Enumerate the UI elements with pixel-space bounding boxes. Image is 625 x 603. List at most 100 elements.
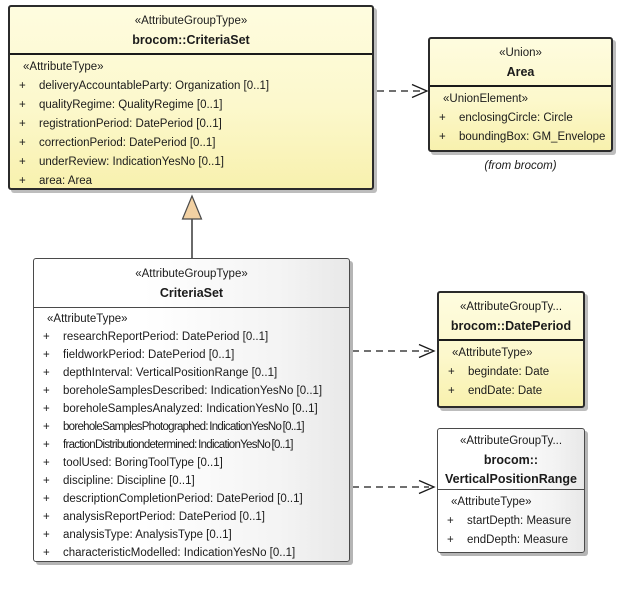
dependency-arrowhead — [418, 343, 436, 359]
attributes-compartment: «AttributeType» + researchReportPeriod: D… — [34, 308, 349, 562]
attribute-text: discipline: Discipline [0..1] — [63, 475, 195, 487]
class-name-line1: brocom:: — [483, 453, 539, 467]
attribute-row: +area: Area — [10, 172, 372, 191]
class-header: «AttributeGroupType» brocom::CriteriaSet — [10, 7, 372, 55]
class-name-line2: VerticalPositionRange — [445, 472, 577, 486]
attribute-text: begindate: Date — [468, 366, 550, 378]
attribute-row: + descriptionCompletionPeriod: DatePeriod… — [34, 490, 349, 508]
visibility-symbol: + — [448, 366, 455, 378]
generalization-connector — [181, 194, 203, 258]
visibility-symbol: + — [439, 112, 446, 124]
attribute-text: toolUsed: BoringToolType [0..1] — [63, 457, 223, 469]
class-stereotype: «AttributeGroupType» — [135, 268, 248, 280]
class-box-brocom-verticalpositionrange: «AttributeGroupTy... brocom:: VerticalPo… — [437, 428, 585, 553]
class-header: «AttributeGroupType» CriteriaSet — [34, 259, 349, 308]
attribute-row: + correctionPeriod: DatePeriod [0..1] — [10, 134, 372, 153]
class-stereotype: «AttributeGroupTy... — [459, 435, 563, 447]
attribute-row: +fractionDistributiondetermined: Indicat… — [34, 436, 349, 454]
attribute-text: boundingBox: GM_Envelope — [459, 131, 606, 143]
dependency-connector-dateperiod — [352, 343, 436, 359]
attribute-row: + characteristicModelled: IndicationYesNo… — [34, 544, 349, 562]
visibility-symbol: + — [43, 547, 50, 559]
attribute-text: descriptionCompletionPeriod: DatePeriod … — [63, 493, 303, 505]
visibility-symbol: + — [43, 403, 50, 415]
dependency-connector-area — [377, 83, 429, 99]
dependency-arrowhead — [418, 479, 436, 495]
attribute-text: researchReportPeriod: DatePeriod [0..1] — [63, 331, 269, 343]
visibility-symbol: + — [43, 421, 50, 433]
class-name: Area — [506, 65, 535, 79]
attribute-text: endDate: Date — [468, 385, 543, 397]
attribute-section-label: «UnionElement» — [443, 93, 529, 105]
attribute-row: + begindate: Date — [439, 363, 583, 382]
visibility-symbol: + — [43, 331, 50, 343]
visibility-symbol: + — [439, 131, 446, 143]
attribute-row: + toolUsed: BoringToolType [0..1] — [34, 454, 349, 472]
generalization-arrowhead — [181, 194, 203, 220]
attribute-text: registrationPeriod: DatePeriod [0..1] — [39, 118, 222, 130]
attribute-section-label: «AttributeType» — [451, 496, 532, 508]
attribute-text: enclosingCircle: Circle — [459, 112, 573, 124]
attribute-text: qualityRegime: QualityRegime [0..1] — [39, 99, 223, 111]
visibility-symbol: + — [43, 457, 50, 469]
class-box-brocom-criteriaset: «AttributeGroupType» brocom::CriteriaSet… — [8, 5, 374, 190]
attribute-row: + depthInterval: VerticalPositionRange [0… — [34, 364, 349, 382]
attributes-compartment: «UnionElement» +enclosingCircle: Circle … — [430, 87, 611, 147]
attribute-section-label: «AttributeType» — [47, 313, 128, 325]
attribute-row: + fieldworkPeriod: DatePeriod [0..1] — [34, 346, 349, 364]
attribute-text: boreholeSamplesPhotographed: IndicationY… — [63, 421, 305, 433]
class-name: brocom::DatePeriod — [450, 319, 572, 333]
visibility-symbol: + — [19, 175, 26, 187]
attribute-row: +deliveryAccountableParty: Organization … — [10, 77, 372, 96]
visibility-symbol: + — [43, 493, 50, 505]
attribute-row: + analysisType: AnalysisType [0..1] — [34, 526, 349, 544]
class-header: «AttributeGroupTy... brocom::DatePeriod — [439, 293, 583, 341]
attribute-row: + boreholeSamplesPhotographed: Indication… — [34, 418, 349, 436]
attribute-row: +qualityRegime: QualityRegime [0..1] — [10, 96, 372, 115]
visibility-symbol: + — [448, 385, 455, 397]
visibility-symbol: + — [43, 439, 50, 451]
class-name: brocom::CriteriaSet — [132, 33, 250, 47]
attribute-row: +analysisReportPeriod: DatePeriod [0..1] — [34, 508, 349, 526]
attribute-row: + endDepth: Measure — [438, 531, 584, 550]
attribute-text: boreholeSamplesAnalyzed: IndicationYesNo… — [63, 403, 318, 415]
attribute-row: + startDepth: Measure — [438, 512, 584, 531]
class-name: CriteriaSet — [159, 286, 224, 300]
class-box-criteriaset: «AttributeGroupType» CriteriaSet «Attrib… — [33, 258, 350, 562]
attribute-row: + discipline: Discipline [0..1] — [34, 472, 349, 490]
attribute-text: analysisType: AnalysisType [0..1] — [63, 529, 232, 541]
class-header: «Union» Area — [430, 39, 611, 87]
attribute-row: +boreholeSamplesDescribed: IndicationYes… — [34, 382, 349, 400]
attributes-compartment: «AttributeType» +begindate: Date +endDat… — [439, 341, 583, 401]
class-box-brocom-dateperiod: «AttributeGroupTy... brocom::DatePeriod … — [437, 291, 585, 408]
attribute-text: characteristicModelled: IndicationYesNo … — [63, 547, 296, 559]
attribute-text: startDepth: Measure — [467, 515, 572, 527]
visibility-symbol: + — [447, 534, 454, 546]
visibility-symbol: + — [19, 118, 26, 130]
visibility-symbol: + — [43, 529, 50, 541]
class-stereotype: «Union» — [499, 47, 542, 59]
attribute-text: depthInterval: VerticalPositionRange [0.… — [63, 367, 278, 379]
visibility-symbol: + — [43, 367, 50, 379]
visibility-symbol: + — [43, 349, 50, 361]
attribute-row: + boundingBox: GM_Envelope — [430, 128, 611, 147]
attribute-text: underReview: IndicationYesNo [0..1] — [39, 156, 224, 168]
attribute-row: + boreholeSamplesAnalyzed: IndicationYesN… — [34, 400, 349, 418]
attribute-row: + underReview: IndicationYesNo [0..1] — [10, 153, 372, 172]
visibility-symbol: + — [19, 156, 26, 168]
attribute-row: + researchReportPeriod: DatePeriod [0..1] — [34, 328, 349, 346]
attribute-text: boreholeSamplesDescribed: IndicationYesN… — [63, 385, 323, 397]
package-origin-caption: (from brocom) — [484, 160, 557, 172]
attribute-section-label: «AttributeType» — [23, 61, 104, 73]
visibility-symbol: + — [19, 137, 26, 149]
class-box-area: «Union» Area «UnionElement» + enclosingCi… — [428, 37, 613, 152]
attribute-text: fieldworkPeriod: DatePeriod [0..1] — [63, 349, 235, 361]
attributes-compartment: «AttributeType» + startDepth: Measure + en… — [438, 490, 584, 550]
attribute-text: correctionPeriod: DatePeriod [0..1] — [39, 137, 216, 149]
class-stereotype: «AttributeGroupTy... — [459, 301, 563, 313]
visibility-symbol: + — [447, 515, 454, 527]
attribute-text: endDepth: Measure — [467, 534, 569, 546]
visibility-symbol: + — [43, 475, 50, 487]
class-stereotype: «AttributeGroupType» — [134, 15, 248, 27]
